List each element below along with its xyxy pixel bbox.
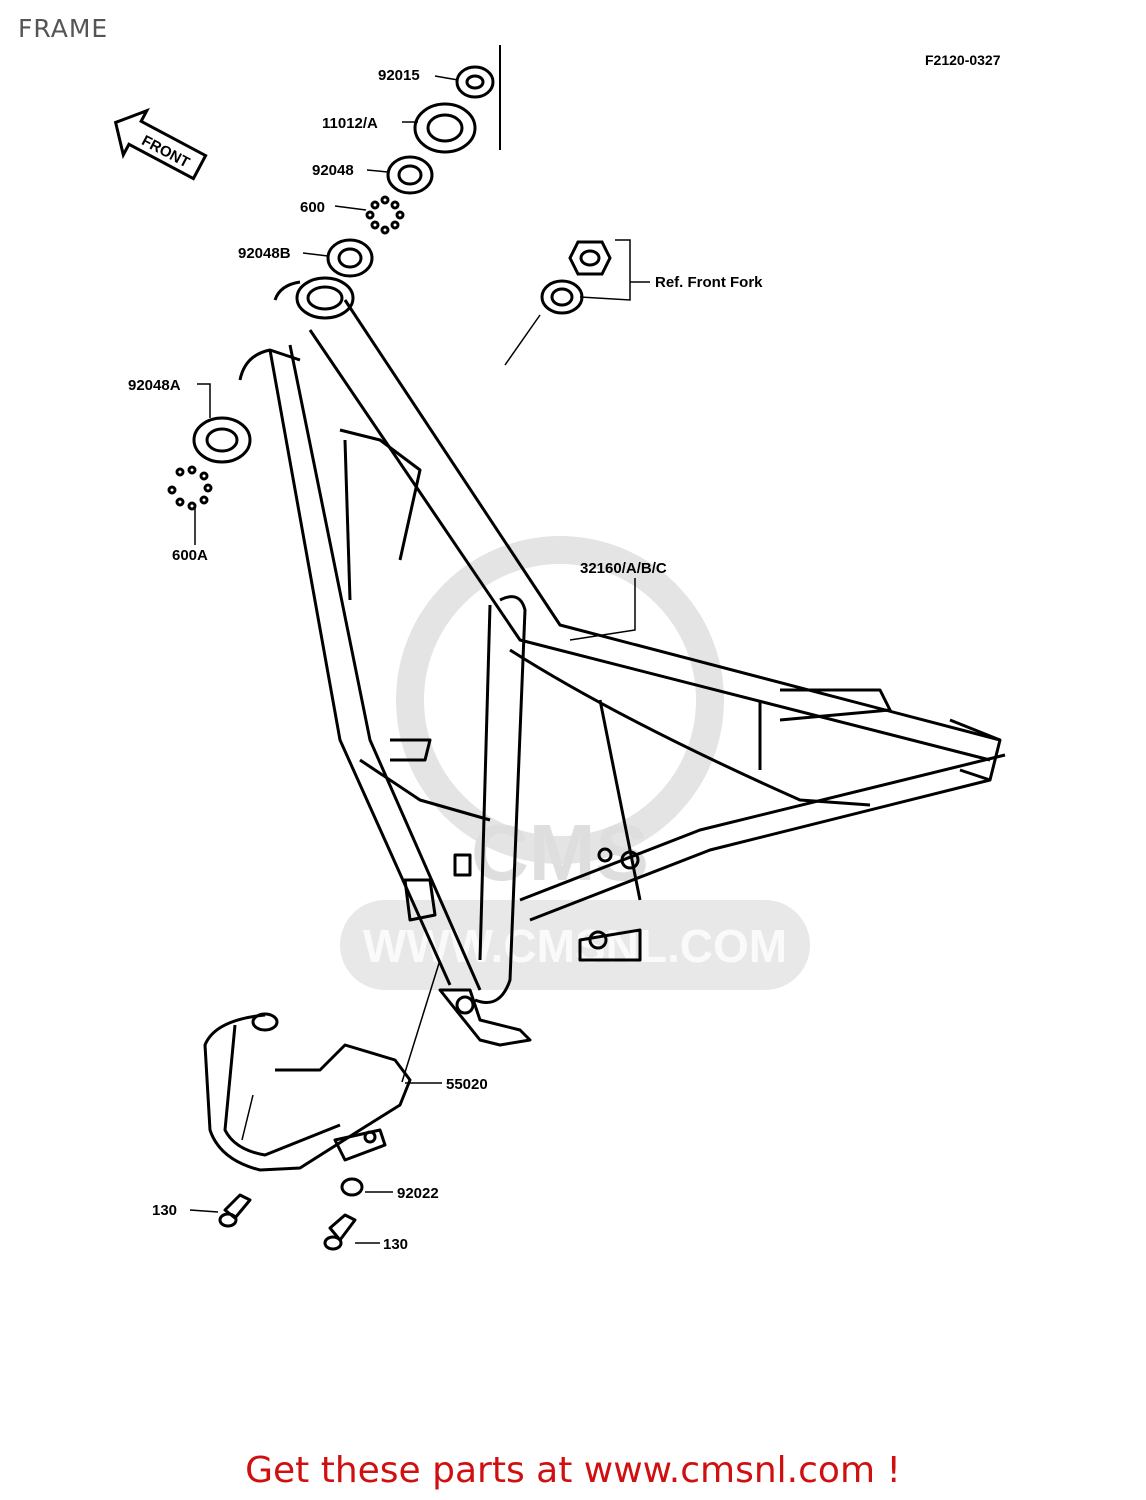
front-arrow: FRONT bbox=[113, 107, 208, 181]
race-92048b bbox=[326, 238, 374, 278]
watermark: CMS WWW.CMSNL.COM bbox=[340, 536, 810, 990]
footer-link[interactable]: Get these parts at www.cmsnl.com ! bbox=[245, 1450, 901, 1491]
diagram-code: F2120-0327 bbox=[925, 52, 1001, 68]
balls-600 bbox=[365, 195, 405, 235]
callout-32160: 32160/A/B/C bbox=[580, 560, 667, 577]
callout-55020: 55020 bbox=[446, 1076, 488, 1093]
callout-130-right: 130 bbox=[383, 1236, 408, 1253]
callout-92015: 92015 bbox=[378, 67, 420, 84]
ref-front-fork: Ref. Front Fork bbox=[655, 274, 763, 291]
callout-labels: 92015 11012/A 92048 600 92048B 92048A 60… bbox=[128, 67, 763, 1253]
leader-lines bbox=[189, 75, 650, 1244]
nut-92015 bbox=[455, 65, 495, 99]
watermark-brand: CMS bbox=[471, 808, 649, 897]
watermark-text: WWW.CMSNL.COM bbox=[363, 920, 787, 972]
fork-nut bbox=[568, 240, 612, 276]
race-92048a bbox=[192, 416, 252, 464]
page-title: FRAME bbox=[18, 14, 109, 43]
frame-32160 bbox=[238, 276, 1006, 1047]
callout-130-left: 130 bbox=[152, 1202, 177, 1219]
callout-92022: 92022 bbox=[397, 1185, 439, 1202]
callout-11012: 11012/A bbox=[322, 115, 378, 132]
callout-92048a: 92048A bbox=[128, 377, 181, 394]
callout-600a: 600A bbox=[172, 547, 208, 564]
steering-parts bbox=[167, 45, 612, 511]
callout-600: 600 bbox=[300, 199, 325, 216]
engine-guard-55020 bbox=[203, 1012, 412, 1251]
seal-11012 bbox=[413, 102, 477, 154]
race-92048 bbox=[386, 155, 434, 195]
callout-92048: 92048 bbox=[312, 162, 354, 179]
balls-600a bbox=[167, 465, 213, 511]
fork-washer bbox=[540, 279, 584, 315]
callout-92048b: 92048B bbox=[238, 245, 291, 262]
